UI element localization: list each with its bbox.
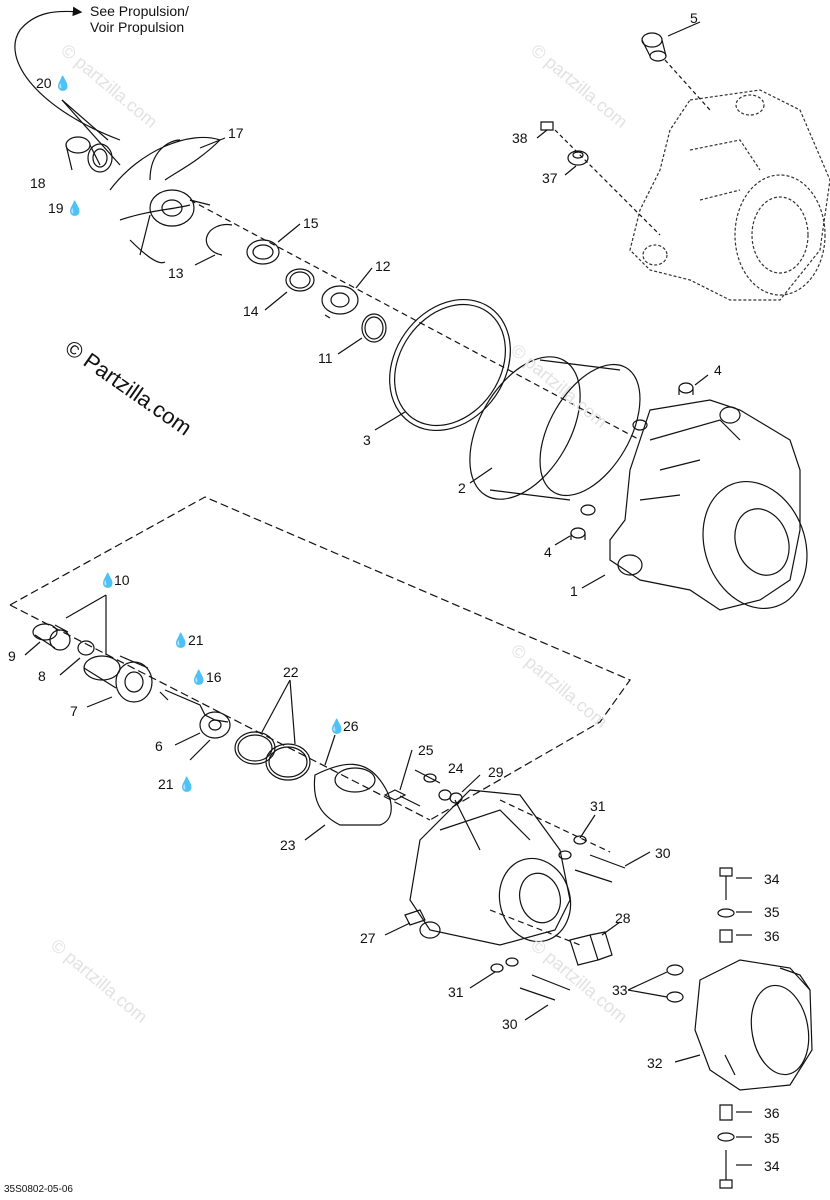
propulsion-note-line1: See Propulsion/	[90, 3, 189, 19]
part-11-o-ring	[361, 313, 387, 343]
part-label: 37	[542, 170, 558, 186]
oil-drop-icon: 💧	[178, 776, 196, 792]
oil-drop-icon: 💧	[54, 75, 72, 91]
part-label: 17	[228, 125, 244, 141]
part-38-screw	[540, 121, 554, 131]
part-label: 1	[570, 583, 578, 599]
oil-drop-icon: 💧	[328, 718, 346, 734]
part-24-washer	[414, 769, 441, 784]
part-label: 23	[280, 837, 296, 853]
part-label: 4	[714, 362, 722, 378]
part-label: 34	[764, 1158, 780, 1174]
part-30-screws-bottom	[519, 974, 571, 1001]
part-label: 14	[243, 303, 259, 319]
pump-support-housing	[629, 89, 830, 301]
part-label: 22	[283, 664, 299, 680]
part-label: 19	[48, 200, 64, 216]
part-4-sleeve-bottom	[570, 504, 596, 540]
part-label: 30	[655, 845, 671, 861]
part-34-screw-bottom	[719, 1150, 733, 1189]
part-label: 21	[158, 776, 174, 792]
part-label: 6	[155, 738, 163, 754]
part-label: 20	[36, 75, 52, 91]
part-label: 33	[612, 982, 628, 998]
part-6-shaft	[159, 689, 231, 739]
part-label: 8	[38, 668, 46, 684]
part-label: 9	[8, 648, 16, 664]
part-18-wear-sleeve	[65, 136, 113, 173]
part-label: 38	[512, 130, 528, 146]
part-3-wear-ring-band	[389, 298, 511, 432]
part-label: 25	[418, 742, 434, 758]
part-label: 34	[764, 871, 780, 887]
part-4-sleeve-top	[632, 382, 694, 431]
propulsion-reference-arrow	[14, 6, 121, 141]
part-23-cone	[313, 763, 392, 826]
part-label: 28	[615, 910, 631, 926]
part-35-washer-bottom	[717, 1132, 735, 1142]
part-25-screw	[383, 789, 421, 807]
oil-drop-icon: 💧	[66, 200, 84, 216]
part-37-grommet	[567, 150, 589, 166]
part-label: 24	[448, 760, 464, 776]
propulsion-note-line2: Voir Propulsion	[90, 19, 185, 35]
part-label: 26	[343, 718, 359, 734]
part-label: 18	[30, 175, 46, 191]
part-label: 10	[114, 572, 130, 588]
part-13-circlip	[205, 223, 233, 256]
part-22-o-rings	[234, 731, 311, 781]
part-32-steering-nozzle	[694, 959, 813, 1091]
part-7-bearing-housing	[83, 655, 153, 703]
part-1-pump-housing	[609, 399, 808, 611]
part-30-screws-top	[574, 854, 626, 883]
part-27-nozzle-housing	[404, 789, 572, 946]
part-label: 5	[690, 10, 698, 26]
part-label: 13	[168, 265, 184, 281]
part-36-bushing-bottom	[719, 1104, 733, 1121]
part-label: 16	[206, 669, 222, 685]
part-2-wear-ring	[469, 356, 641, 501]
part-label: 27	[360, 930, 376, 946]
part-17-impeller	[109, 136, 222, 264]
part-label: 15	[303, 215, 319, 231]
part-label: 4	[544, 544, 552, 560]
part-8-o-ring	[77, 640, 95, 656]
oil-drop-icon: 💧	[172, 632, 190, 648]
part-14-o-ring	[285, 268, 315, 292]
oil-drop-icon: 💧	[190, 669, 208, 685]
part-9-sleeve	[32, 623, 71, 651]
oil-drop-icon: 💧	[99, 572, 117, 588]
part-label: 31	[590, 798, 606, 814]
part-label: 35	[764, 1130, 780, 1146]
part-28-adapter	[569, 931, 613, 966]
diagram-code: 35S0802-05-06	[4, 1184, 73, 1195]
part-label: 3	[363, 432, 371, 448]
part-31-washers-top	[558, 835, 587, 860]
part-36-bushing-top	[719, 929, 733, 943]
part-label: 32	[647, 1055, 663, 1071]
part-35-washer-top	[717, 908, 735, 918]
part-34-screw-top	[719, 867, 733, 900]
part-label: 11	[318, 350, 333, 366]
part-label: 36	[764, 928, 780, 944]
part-label: 21	[188, 632, 204, 648]
part-label: 35	[764, 904, 780, 920]
part-12-seal	[321, 285, 359, 319]
part-label: 12	[375, 258, 391, 274]
assembly-boundary	[9, 496, 631, 821]
part-label: 29	[488, 764, 504, 780]
part-label: 30	[502, 1016, 518, 1032]
part-33-bushings	[666, 964, 684, 1003]
part-label: 7	[70, 703, 78, 719]
part-15-washer	[246, 239, 280, 265]
part-label: 31	[448, 984, 464, 1000]
part-31-washers-bottom	[490, 957, 519, 973]
part-label: 36	[764, 1105, 780, 1121]
part-5-plug	[641, 32, 667, 62]
part-label: 2	[458, 480, 466, 496]
